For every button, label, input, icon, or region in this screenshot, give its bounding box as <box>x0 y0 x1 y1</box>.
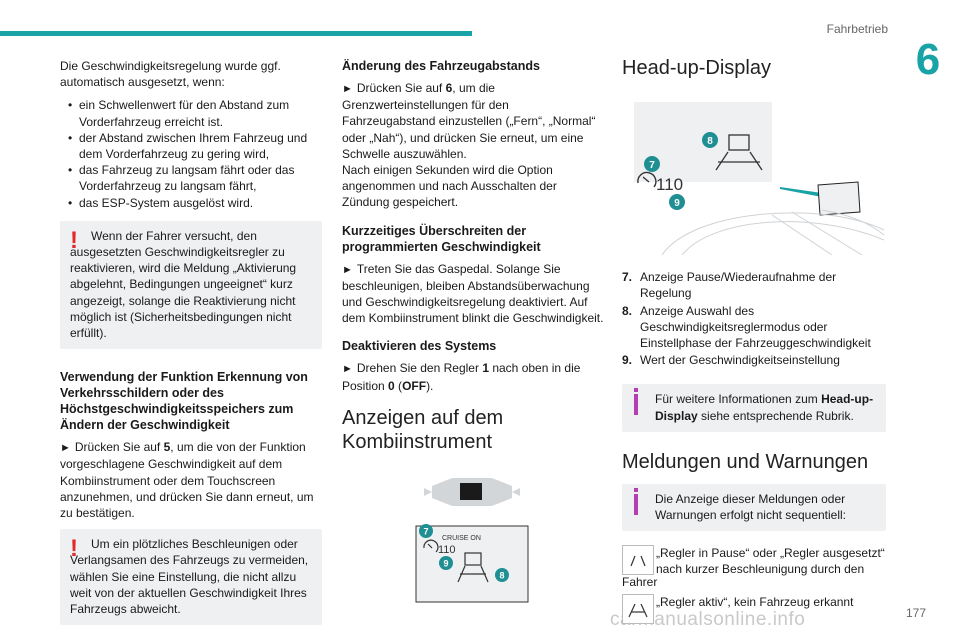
list-item: 9.Wert der Geschwindigkeitseinstellung <box>622 353 840 368</box>
svg-text:9: 9 <box>443 558 448 568</box>
svg-text:8: 8 <box>707 136 713 147</box>
list-item: 7.Anzeige Pause/Wiederaufnahme der Regel… <box>622 270 837 301</box>
section-heading: Deaktivieren des Systems <box>342 339 497 354</box>
warning-box: ! Wenn der Fahrer versucht, den ausgeset… <box>60 220 322 350</box>
section-heading: Kurzzeitiges Überschreiten der programmi… <box>342 223 541 254</box>
list-item: der Abstand zwischen Ihrem Fahrzeug und … <box>66 130 322 162</box>
arrow-icon: ► <box>342 363 353 376</box>
callout-marker: 9 <box>439 555 453 570</box>
steering-wheel-sketch <box>661 209 885 256</box>
section-title: Fahrbetrieb <box>826 22 888 36</box>
page-section-title: Head-up-Display <box>622 57 771 79</box>
info-box: Für weitere Informationen zum Head-up-Di… <box>622 384 886 432</box>
warning-text: Wenn der Fahrer versucht, den ausgesetzt… <box>70 228 297 341</box>
hud-projection-pointer <box>780 181 861 216</box>
arrow-icon: ► <box>342 263 353 276</box>
callout-marker: 8 <box>495 567 509 582</box>
chapter-number: 6 <box>915 35 941 84</box>
cruise-on-label: CRUISE ON <box>442 535 481 542</box>
cruise-control-icon <box>423 539 439 553</box>
lane-car-icon <box>715 134 763 171</box>
instrument-cluster-figure: CRUISE ON 110 7 9 8 <box>415 477 529 603</box>
column-3: Head-up-Display 110 8 7 9 <box>622 57 886 630</box>
warning-text: Um ein plötzliches Beschleunigen oder Ve… <box>70 537 309 617</box>
legend-list: 7.Anzeige Pause/Wiederaufnahme der Regel… <box>622 269 886 368</box>
instruction-step: ►Drücken Sie auf 6, um die Grenzwerteins… <box>342 81 596 161</box>
arrow-icon: ► <box>342 83 353 95</box>
arrow-icon: ► <box>60 442 71 455</box>
message-item: „Regler in Pause“ oder „Regler ausgesetz… <box>622 545 886 577</box>
instruction-step: ►Drehen Sie den Regler 1 nach oben in di… <box>342 361 581 393</box>
column-1: Die Geschwindigkeitsregelung wurde ggf. … <box>60 58 322 639</box>
svg-text:8: 8 <box>499 570 504 580</box>
callout-marker: 7 <box>644 156 660 172</box>
regulator-paused-icon <box>622 545 654 576</box>
info-icon <box>634 388 638 416</box>
message-item: „Regler aktiv“, kein Fahrzeug erkannt <box>622 593 886 624</box>
paragraph-intro: Die Geschwindigkeitsregelung wurde ggf. … <box>60 59 281 90</box>
page-section-title: Meldungen und Warnungen <box>622 450 869 473</box>
section-heading: Änderung des Fahrzeugabstands <box>342 59 540 73</box>
list-item: das Fahrzeug zu langsam fährt oder das V… <box>66 162 322 194</box>
column-2: Änderung des Fahrzeugabstands ►Drücken S… <box>342 58 604 628</box>
dashboard-icon <box>424 477 520 506</box>
cruise-control-icon <box>637 171 657 188</box>
lane-car-icon <box>457 552 489 583</box>
info-icon <box>634 487 638 515</box>
svg-text:7: 7 <box>649 160 655 171</box>
info-box: Die Anzeige dieser Meldungen oder Warnun… <box>622 483 886 532</box>
header-accent-bar <box>0 31 472 36</box>
regulator-active-icon <box>622 593 654 624</box>
warning-exclamation-icon: ! <box>70 226 78 254</box>
list-item: das ESP-System ausgelöst wird. <box>66 195 322 211</box>
section-heading: Verwendung der Funktion Erkennung von Ve… <box>60 370 308 433</box>
warning-box: ! Um ein plötzliches Beschleunigen oder … <box>60 529 322 626</box>
instruction-step: ►Drücken Sie auf 5, um die von der Funkt… <box>60 440 314 521</box>
cluster-display-frame <box>415 525 529 603</box>
page-section-title: Anzeigen auf dem Kombiinstrument <box>342 406 504 453</box>
callout-marker: 7 <box>419 523 433 538</box>
set-speed-value: 110 <box>438 544 456 556</box>
head-up-display-figure: 110 8 7 9 <box>634 102 885 256</box>
callout-marker: 9 <box>669 194 685 210</box>
warning-exclamation-icon: ! <box>70 535 78 563</box>
list-item: 8.Anzeige Auswahl des Geschwindigkeitsre… <box>622 303 871 351</box>
svg-text:7: 7 <box>423 526 428 536</box>
set-speed-value: 110 <box>656 175 683 194</box>
bullet-list: ein Schwellenwert für den Abstand zum Vo… <box>60 97 322 211</box>
list-item: ein Schwellenwert für den Abstand zum Vo… <box>66 97 322 129</box>
paragraph-note: Nach einigen Sekunden wird die Option an… <box>342 163 557 210</box>
instruction-step: ►Treten Sie das Gaspedal. Solange Sie be… <box>342 261 604 326</box>
callout-marker: 8 <box>702 132 718 148</box>
message-item-continuation: Fahrer <box>622 574 658 589</box>
svg-text:9: 9 <box>674 198 680 209</box>
page-number: 177 <box>905 606 926 620</box>
watermark: carmanualsonline.info <box>610 609 806 630</box>
